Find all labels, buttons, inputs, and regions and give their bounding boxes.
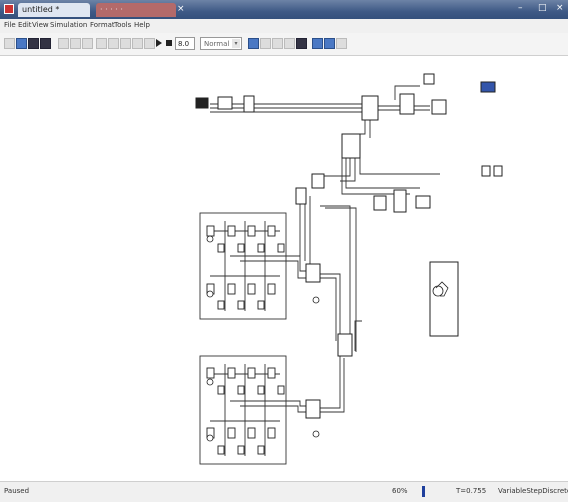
- progress-indicator: [422, 486, 425, 497]
- update-diagram-icon[interactable]: [260, 38, 271, 49]
- simulation-mode-value: Normal: [204, 40, 230, 48]
- debug-icon[interactable]: [312, 38, 323, 49]
- redo-icon[interactable]: [144, 38, 155, 49]
- menu-file[interactable]: File: [4, 21, 16, 29]
- library-browser-icon[interactable]: [284, 38, 295, 49]
- menu-help[interactable]: Help: [134, 21, 150, 29]
- save-icon[interactable]: [28, 38, 39, 49]
- stop-icon[interactable]: [166, 40, 172, 46]
- paste-icon[interactable]: [82, 38, 93, 49]
- model-canvas[interactable]: [0, 56, 568, 481]
- title-bar: untitled * · · · · · × – □ ×: [0, 0, 568, 19]
- chevron-down-icon: ▾: [232, 39, 240, 48]
- tab-model[interactable]: untitled *: [18, 3, 90, 17]
- copy-icon[interactable]: [70, 38, 81, 49]
- close-window-icon[interactable]: ×: [556, 3, 564, 13]
- simulation-mode-select[interactable]: Normal ▾: [200, 37, 242, 50]
- build-icon[interactable]: [248, 38, 259, 49]
- solver-name: VariableStepDiscrete: [498, 487, 568, 495]
- play-icon[interactable]: [156, 39, 162, 47]
- minimize-icon[interactable]: –: [518, 3, 523, 13]
- forward-icon[interactable]: [108, 38, 119, 49]
- undo-icon[interactable]: [132, 38, 143, 49]
- status-bar: Paused 60% T=0.755 VariableStepDiscrete: [0, 481, 568, 502]
- tab-other-label: · · · · ·: [100, 5, 123, 14]
- up-icon[interactable]: [120, 38, 131, 49]
- cut-icon[interactable]: [58, 38, 69, 49]
- sim-status: Paused: [4, 487, 30, 495]
- toolbar: 8.0 Normal ▾: [0, 33, 568, 56]
- menu-tools[interactable]: Tools: [114, 21, 132, 29]
- menu-view[interactable]: View: [32, 21, 49, 29]
- tab-other[interactable]: · · · · ·: [96, 3, 176, 17]
- profiler-icon[interactable]: [336, 38, 347, 49]
- model-explorer-icon[interactable]: [296, 38, 307, 49]
- incremental-build-icon[interactable]: [272, 38, 283, 49]
- app-icon: [4, 4, 14, 14]
- print-icon[interactable]: [40, 38, 51, 49]
- open-icon[interactable]: [16, 38, 27, 49]
- sim-time: T=0.755: [456, 487, 487, 495]
- model-advisor-icon[interactable]: [324, 38, 335, 49]
- zoom-level: 60%: [392, 487, 408, 495]
- menu-format[interactable]: Format: [90, 21, 115, 29]
- menu-simulation[interactable]: Simulation: [50, 21, 88, 29]
- stop-time-input[interactable]: 8.0: [175, 37, 195, 50]
- block-diagram: [195, 73, 503, 465]
- maximize-icon[interactable]: □: [538, 3, 547, 13]
- tab-model-label: untitled *: [22, 5, 60, 14]
- scope-block: [429, 261, 459, 337]
- menu-edit[interactable]: Edit: [18, 21, 32, 29]
- new-model-icon[interactable]: [4, 38, 15, 49]
- three-phase-source-block: [195, 97, 209, 109]
- back-icon[interactable]: [96, 38, 107, 49]
- close-tab-icon[interactable]: ×: [177, 4, 185, 14]
- menu-bar: File Edit View Simulation Format Tools H…: [0, 19, 568, 34]
